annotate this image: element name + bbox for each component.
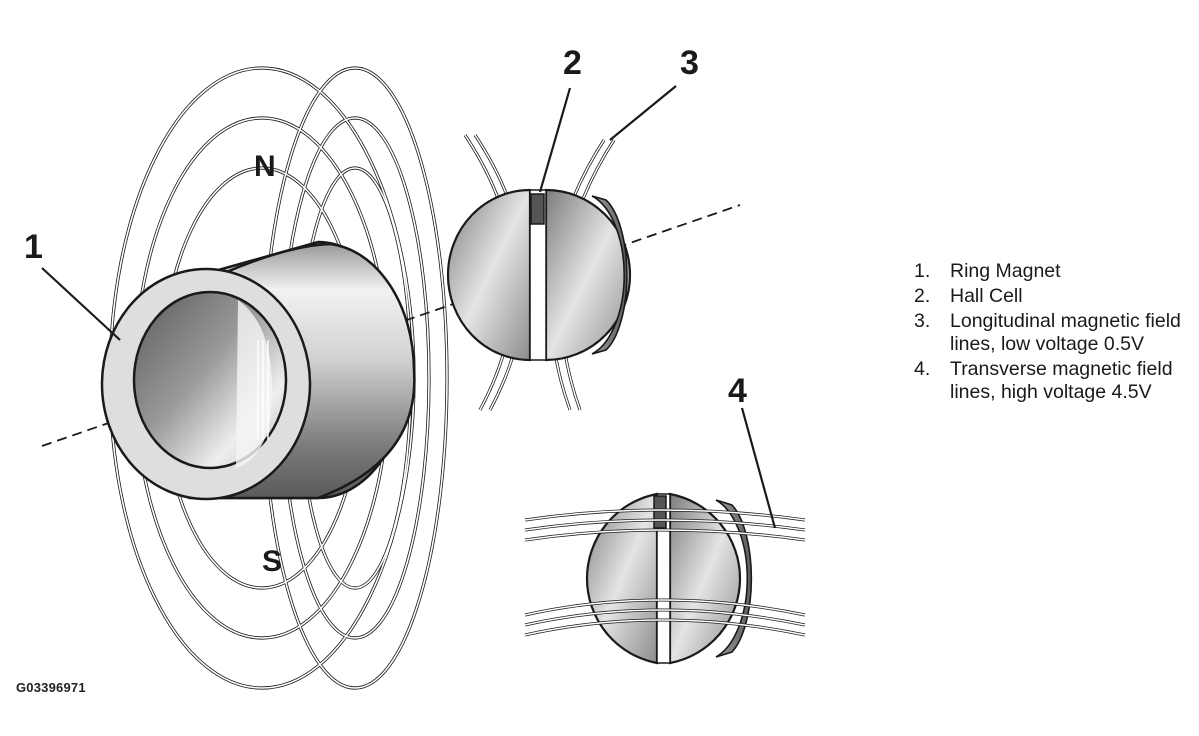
callout-3: 3 — [680, 44, 699, 82]
leader-3 — [609, 85, 677, 141]
leader-1 — [41, 267, 121, 341]
legend-number: 1. — [914, 260, 931, 282]
legend: 1. Ring Magnet 2. Hall Cell 3. Longitudi… — [914, 260, 1199, 406]
south-pole-label: S — [262, 545, 283, 578]
legend-number: 3. — [914, 310, 931, 332]
legend-item: 3. Longitudinal magnetic field lines, lo… — [914, 310, 1199, 356]
north-pole-label: N — [254, 150, 276, 183]
legend-item: 1. Ring Magnet — [914, 260, 1199, 283]
legend-text: Hall Cell — [950, 285, 1023, 307]
ring-magnet — [100, 240, 416, 501]
leader-lines — [41, 85, 777, 529]
legend-item: 4. Transverse magnetic field lines, high… — [914, 358, 1199, 404]
legend-text: Ring Magnet — [950, 260, 1061, 282]
legend-item: 2. Hall Cell — [914, 285, 1199, 308]
callout-1: 1 — [24, 228, 43, 266]
callout-4: 4 — [728, 372, 747, 410]
callout-2: 2 — [563, 44, 582, 82]
hall-cell-longitudinal — [446, 134, 632, 411]
legend-number: 2. — [914, 285, 931, 307]
figure-id: G03396971 — [16, 680, 86, 695]
legend-text: Transverse magnetic field lines, high vo… — [950, 358, 1173, 403]
legend-text: Longitudinal magnetic field lines, low v… — [950, 310, 1181, 355]
legend-number: 4. — [914, 358, 931, 380]
hall-cell-transverse — [524, 492, 806, 665]
leader-2 — [538, 87, 572, 193]
leader-4 — [740, 407, 777, 529]
